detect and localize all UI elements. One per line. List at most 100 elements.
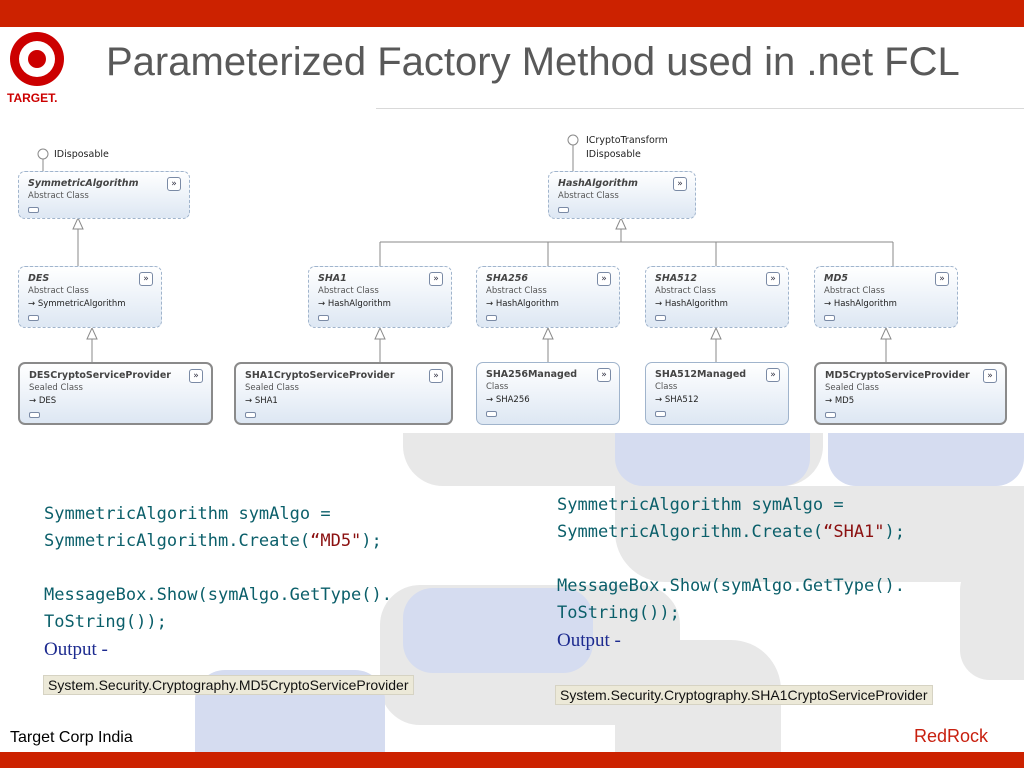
double-chevron-down-icon[interactable]: » [983,369,997,383]
double-chevron-down-icon[interactable]: » [429,272,443,286]
class-name: SHA1 [318,273,347,284]
members-icon [825,412,836,418]
class-box-symmetricalgorithm[interactable]: SymmetricAlgorithm Abstract Class » [18,171,190,219]
interface-label-idisposable: IDisposable [54,149,109,160]
class-kind: Abstract Class [318,286,379,296]
background-shape [615,430,810,486]
inherits-arrow-icon: → [486,299,494,309]
class-box-md5cryptoserviceprovider[interactable]: MD5CryptoServiceProvider Sealed Class → … [814,362,1007,425]
members-icon [558,207,569,213]
class-name: DESCryptoServiceProvider [29,370,171,381]
members-icon [655,411,666,417]
class-kind: Class [655,382,678,392]
members-icon [486,315,497,321]
class-box-sha512[interactable]: SHA512 Abstract Class → HashAlgorithm » [645,266,789,328]
code-text: SymmetricAlgorithm.Create( [557,522,824,542]
members-icon [486,411,497,417]
double-chevron-down-icon[interactable]: » [597,272,611,286]
code-example-left: SymmetricAlgorithm symAlgo = SymmetricAl… [44,501,392,663]
code-blank-line [44,555,392,582]
class-box-sha256managed[interactable]: SHA256Managed Class → SHA256 » [476,362,620,425]
class-name: SHA1CryptoServiceProvider [245,370,395,381]
class-diagram: IDisposable ICryptoTransform IDisposable… [0,128,1024,433]
code-line: SymmetricAlgorithm.Create(“SHA1"); [557,519,905,546]
code-blank-line [557,546,905,573]
class-name: MD5 [824,273,848,284]
double-chevron-down-icon[interactable]: » [189,369,203,383]
top-brand-bar [0,0,1024,27]
class-box-sha1[interactable]: SHA1 Abstract Class → HashAlgorithm » [308,266,452,328]
double-chevron-down-icon[interactable]: » [429,369,443,383]
inherits-arrow-icon: → [28,299,36,309]
target-logo: TARGET. [6,30,70,106]
base-class-label: → HashAlgorithm [655,299,728,309]
class-kind: Abstract Class [486,286,547,296]
class-box-descryptoserviceprovider[interactable]: DESCryptoServiceProvider Sealed Class → … [18,362,213,425]
class-box-sha512managed[interactable]: SHA512Managed Class → SHA512 » [645,362,789,425]
code-string-literal: “MD5" [310,531,362,551]
double-chevron-down-icon[interactable]: » [167,177,181,191]
inherits-arrow-icon: → [824,299,832,309]
class-kind: Sealed Class [825,383,879,393]
class-box-md5[interactable]: MD5 Abstract Class → HashAlgorithm » [814,266,958,328]
base-class-name: MD5 [834,396,855,406]
class-kind: Sealed Class [245,383,299,393]
interface-label-idisposable: IDisposable [586,149,641,160]
members-icon [318,315,329,321]
class-kind: Abstract Class [655,286,716,296]
base-class-name: SHA512 [664,395,699,405]
class-name: SymmetricAlgorithm [28,178,139,189]
double-chevron-down-icon[interactable]: » [766,368,780,382]
code-text: SymmetricAlgorithm.Create( [44,531,311,551]
base-class-name: SymmetricAlgorithm [37,299,126,309]
class-kind: Class [486,382,509,392]
members-icon [28,207,39,213]
code-line: MessageBox.Show(symAlgo.GetType(). [557,576,905,596]
class-box-sha256[interactable]: SHA256 Abstract Class → HashAlgorithm » [476,266,620,328]
members-icon [28,315,39,321]
base-class-name: HashAlgorithm [327,299,391,309]
class-box-des[interactable]: DES Abstract Class → SymmetricAlgorithm … [18,266,162,328]
class-kind: Abstract Class [824,286,885,296]
footer-brand: RedRock [914,726,989,746]
base-class-name: HashAlgorithm [833,299,897,309]
code-line: SymmetricAlgorithm symAlgo = [44,504,331,524]
class-name: SHA512 [655,273,697,284]
class-name: DES [28,273,50,284]
code-line: ToString()); [557,603,680,623]
page-title: Parameterized Factory Method used in .ne… [106,40,960,84]
code-line: ToString()); [44,612,167,632]
inherits-arrow-icon: → [318,299,326,309]
double-chevron-down-icon[interactable]: » [673,177,687,191]
base-class-label: → HashAlgorithm [318,299,391,309]
footer-company: Target Corp India [10,729,133,746]
bottom-brand-bar [0,752,1024,768]
double-chevron-down-icon[interactable]: » [597,368,611,382]
base-class-label: → SymmetricAlgorithm [28,299,126,309]
class-name: SHA256Managed [486,369,578,380]
code-text: ); [884,522,906,542]
diagram-connectors [37,134,894,362]
class-kind: Abstract Class [558,191,619,201]
class-box-hashalgorithm[interactable]: HashAlgorithm Abstract Class » [548,171,696,219]
members-icon [655,315,666,321]
double-chevron-down-icon[interactable]: » [139,272,153,286]
output-result-left: System.Security.Cryptography.MD5CryptoSe… [43,675,414,695]
code-line: SymmetricAlgorithm.Create(“MD5"); [44,528,392,555]
class-box-sha1cryptoserviceprovider[interactable]: SHA1CryptoServiceProvider Sealed Class →… [234,362,453,425]
double-chevron-down-icon[interactable]: » [766,272,780,286]
base-class-label: → DES [29,396,56,406]
base-class-label: → MD5 [825,396,854,406]
double-chevron-down-icon[interactable]: » [935,272,949,286]
members-icon [29,412,40,418]
background-shape [403,588,593,673]
base-class-name: DES [38,396,57,406]
output-result-right: System.Security.Cryptography.SHA1CryptoS… [555,685,933,705]
base-class-label: → HashAlgorithm [486,299,559,309]
background-shape [960,560,1024,680]
class-kind: Sealed Class [29,383,83,393]
base-class-label: → SHA512 [655,395,699,405]
class-name: MD5CryptoServiceProvider [825,370,970,381]
base-class-name: HashAlgorithm [664,299,728,309]
code-text: ); [361,531,382,551]
